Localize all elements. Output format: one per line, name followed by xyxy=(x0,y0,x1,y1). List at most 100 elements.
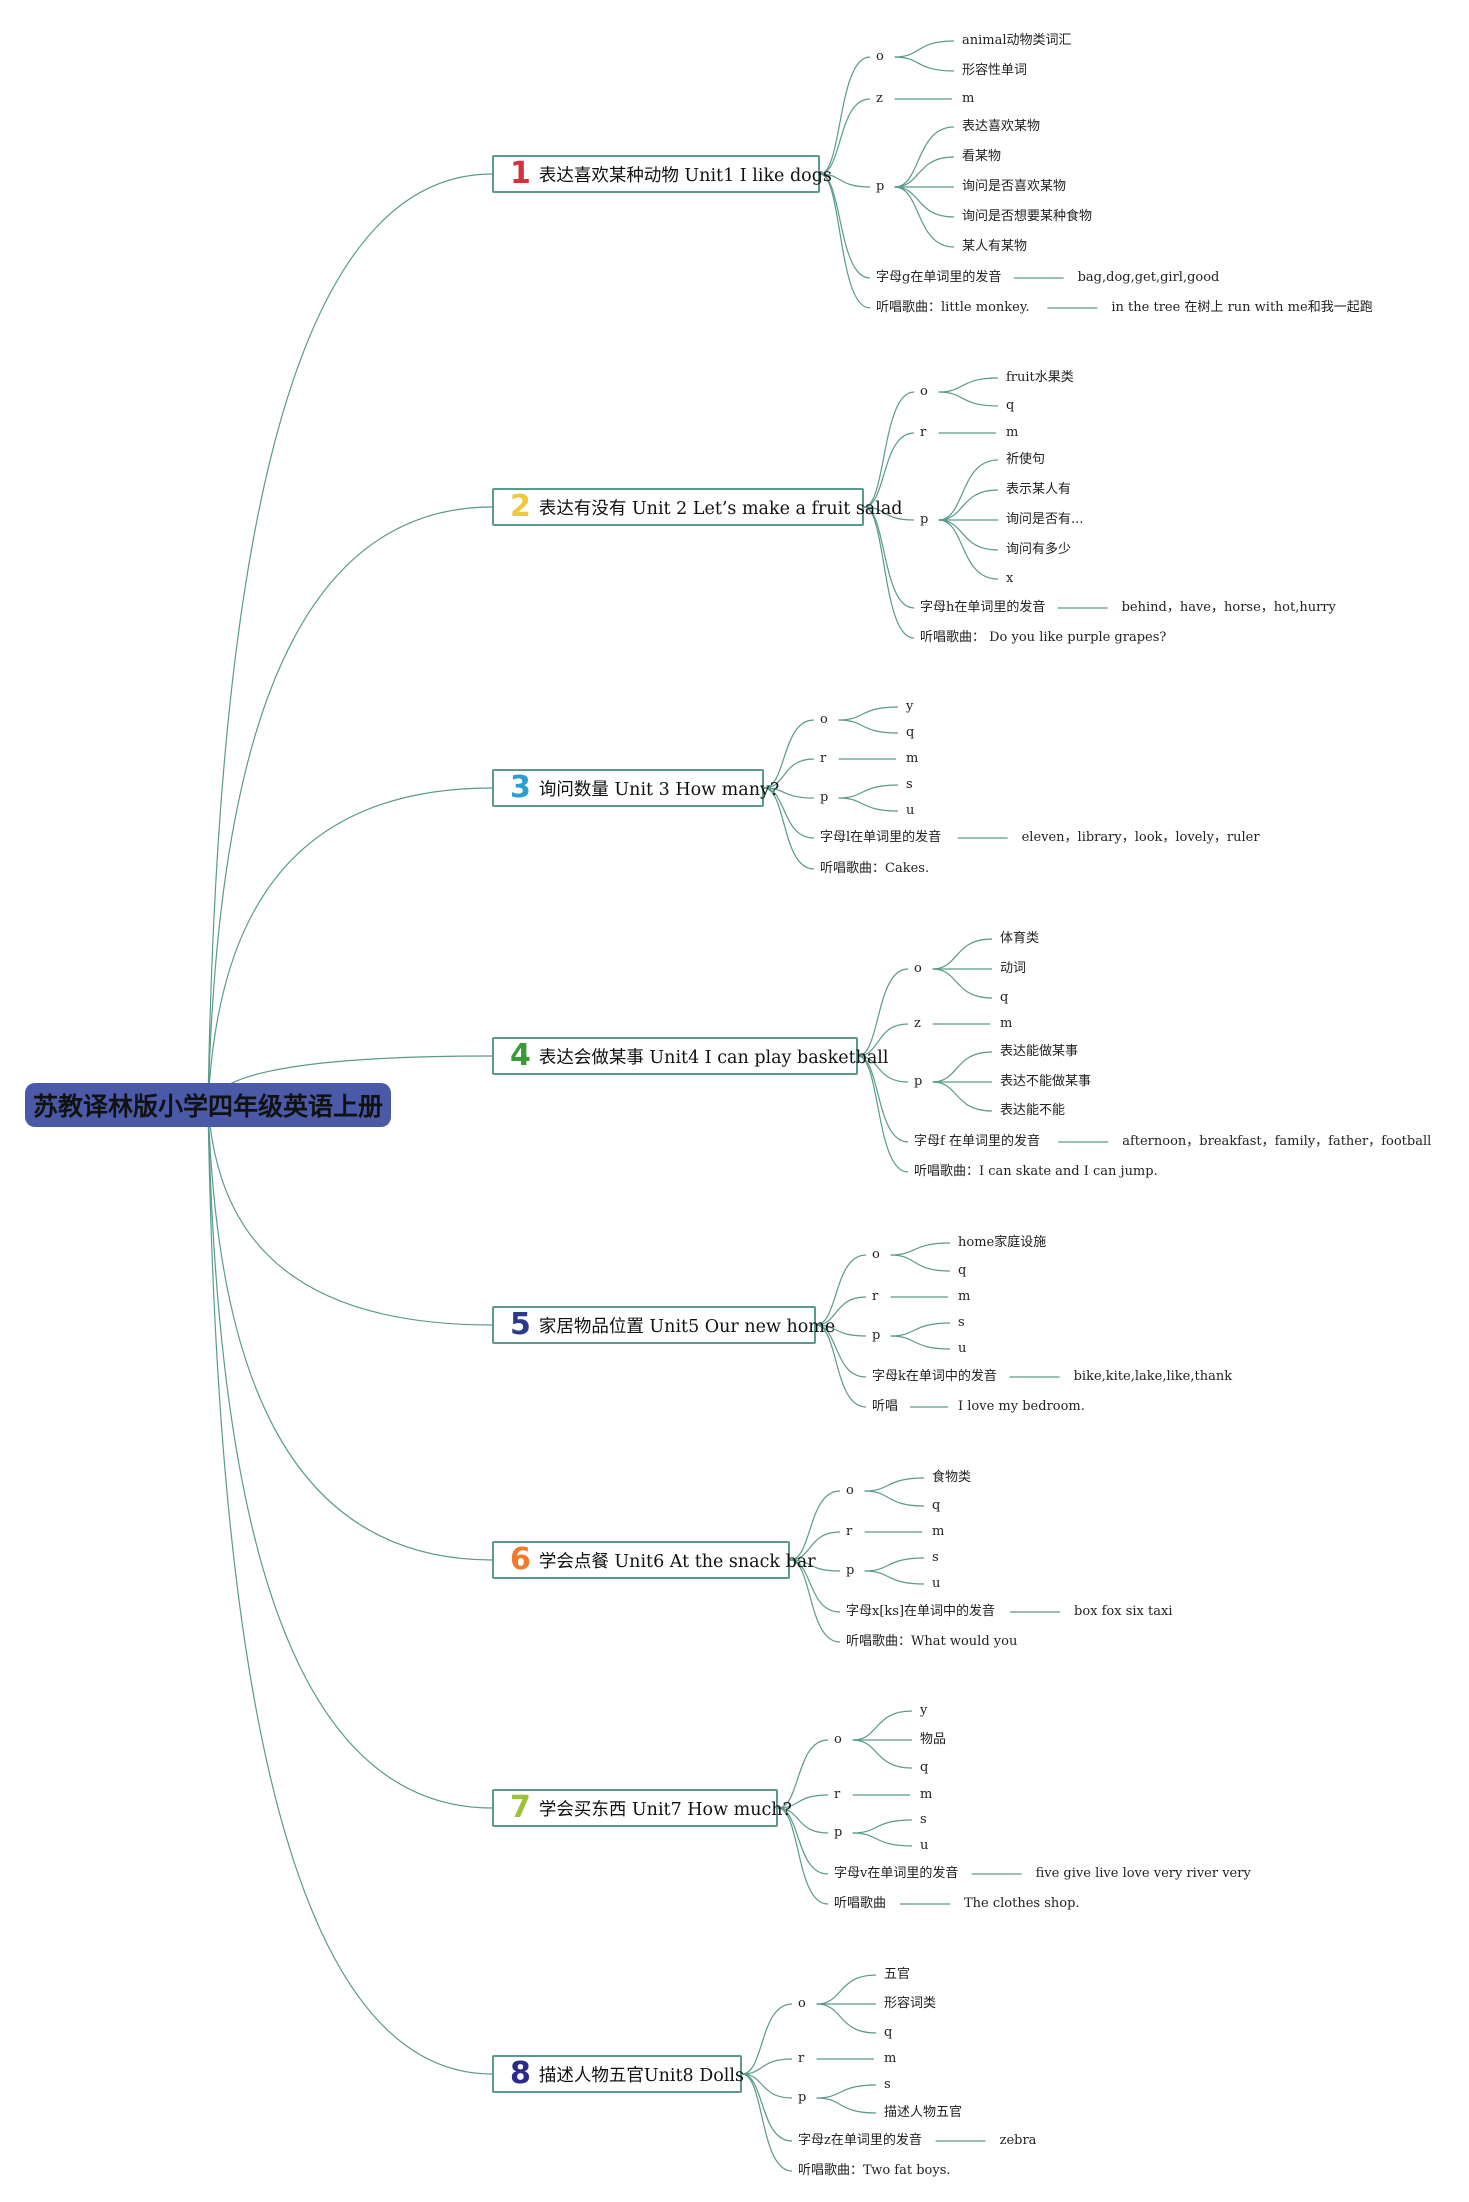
branch-label[interactable]: r xyxy=(872,1289,879,1304)
branch-label[interactable]: p xyxy=(914,1074,923,1089)
branch-label[interactable]: p xyxy=(872,1328,881,1343)
branch-label[interactable]: z xyxy=(876,91,883,106)
branch-label[interactable]: o xyxy=(920,384,928,399)
leaf-label[interactable]: q xyxy=(906,725,915,740)
leaf-label[interactable]: 食物类 xyxy=(932,1470,972,1485)
leaf-label[interactable]: 体育类 xyxy=(1000,931,1040,946)
branch-label[interactable]: p xyxy=(876,179,885,194)
branch-label[interactable]: 字母g在单词里的发音 xyxy=(876,270,1002,285)
leaf-label[interactable]: behind，have，horse，hot,hurry xyxy=(1121,600,1336,615)
branch-label[interactable]: 听唱歌曲：little monkey. xyxy=(876,300,1030,315)
leaf-label[interactable]: 形容词类 xyxy=(884,1996,937,2011)
branch-label[interactable]: p xyxy=(820,790,829,805)
leaf-label[interactable]: y xyxy=(906,699,914,714)
branch-label[interactable]: p xyxy=(920,512,929,527)
leaf-label[interactable]: 动词 xyxy=(1000,961,1027,976)
branch-label[interactable]: r xyxy=(920,425,927,440)
leaf-label[interactable]: bag,dog,get,girl,good xyxy=(1077,270,1220,285)
leaf-label[interactable]: q xyxy=(932,1498,941,1513)
leaf-label[interactable]: 物品 xyxy=(920,1732,947,1747)
leaf-label[interactable]: in the tree 在树上 run with me和我一起跑 xyxy=(1111,300,1373,315)
branch-label[interactable]: o xyxy=(914,961,922,976)
leaf-label[interactable]: s xyxy=(958,1315,965,1330)
branch-label[interactable]: o xyxy=(834,1732,842,1747)
branch-label[interactable]: r xyxy=(820,751,827,766)
branch-label[interactable]: p xyxy=(834,1825,843,1840)
leaf-label[interactable]: m xyxy=(920,1787,933,1802)
leaf-label[interactable]: u xyxy=(906,803,915,818)
leaf-label[interactable]: q xyxy=(1006,398,1015,413)
leaf-label[interactable]: s xyxy=(906,777,913,792)
leaf-label[interactable]: animal动物类词汇 xyxy=(962,33,1072,48)
leaf-label[interactable]: 表示某人有 xyxy=(1006,482,1072,497)
root-node[interactable]: 苏教译林版小学四年级英语上册 xyxy=(25,1083,391,1127)
branch-label[interactable]: 听唱歌曲：Two fat boys. xyxy=(798,2163,951,2178)
branch-label[interactable]: o xyxy=(872,1247,880,1262)
leaf-label[interactable]: fruit水果类 xyxy=(1006,370,1074,385)
branch-label[interactable]: 字母v在单词里的发音 xyxy=(834,1866,959,1881)
leaf-label[interactable]: s xyxy=(884,2077,891,2092)
branch-label[interactable]: 听唱歌曲：What would you xyxy=(846,1634,1018,1649)
branch-label[interactable]: o xyxy=(798,1996,806,2011)
leaf-label[interactable]: q xyxy=(1000,990,1009,1005)
leaf-label[interactable]: box fox six taxi xyxy=(1074,1604,1173,1619)
branch-label[interactable]: p xyxy=(798,2090,807,2105)
leaf-label[interactable]: eleven，library，look，lovely，ruler xyxy=(1021,830,1260,845)
leaf-label[interactable]: x xyxy=(1006,571,1014,586)
leaf-label[interactable]: 表达不能做某事 xyxy=(1000,1074,1092,1089)
leaf-label[interactable]: m xyxy=(906,751,919,766)
leaf-label[interactable]: five give live love very river very xyxy=(1035,1866,1251,1881)
leaf-label[interactable]: m xyxy=(932,1524,945,1539)
leaf-label[interactable]: m xyxy=(1006,425,1019,440)
branch-label[interactable]: 字母x[ks]在单词中的发音 xyxy=(846,1604,996,1619)
leaf-label[interactable]: 询问有多少 xyxy=(1006,542,1072,557)
branch-label[interactable]: 听唱歌曲：Cakes. xyxy=(820,861,930,876)
branch-label[interactable]: r xyxy=(834,1787,841,1802)
leaf-label[interactable]: I love my bedroom. xyxy=(958,1399,1085,1414)
branch-label[interactable]: p xyxy=(846,1563,855,1578)
branch-label[interactable]: 听唱歌曲：I can skate and I can jump. xyxy=(914,1164,1158,1179)
branch-label[interactable]: o xyxy=(820,712,828,727)
branch-label[interactable]: 字母h在单词里的发音 xyxy=(920,600,1046,615)
leaf-label[interactable]: m xyxy=(1000,1016,1013,1031)
leaf-label[interactable]: q xyxy=(958,1263,967,1278)
branch-label[interactable]: 听唱歌曲： Do you like purple grapes? xyxy=(920,630,1167,645)
leaf-label[interactable]: 询问是否喜欢某物 xyxy=(962,179,1067,194)
branch-label[interactable]: o xyxy=(846,1483,854,1498)
branch-label[interactable]: r xyxy=(846,1524,853,1539)
leaf-label[interactable]: s xyxy=(932,1550,939,1565)
branch-label[interactable]: 字母f 在单词里的发音 xyxy=(914,1134,1040,1149)
leaf-label[interactable]: 祈使句 xyxy=(1006,452,1046,467)
leaf-label[interactable]: 五官 xyxy=(884,1967,911,1982)
branch-label[interactable]: 字母z在单词里的发音 xyxy=(798,2133,922,2148)
branch-label[interactable]: 字母l在单词里的发音 xyxy=(820,830,942,845)
leaf-label[interactable]: 描述人物五官 xyxy=(884,2105,963,2120)
leaf-label[interactable]: home家庭设施 xyxy=(958,1235,1047,1250)
leaf-label[interactable]: zebra xyxy=(999,2133,1037,2148)
leaf-label[interactable]: u xyxy=(932,1576,941,1591)
branch-label[interactable]: z xyxy=(914,1016,921,1031)
leaf-label[interactable]: 表达喜欢某物 xyxy=(962,119,1041,134)
leaf-label[interactable]: 形容性单词 xyxy=(962,63,1028,78)
leaf-label[interactable]: 询问是否想要某种食物 xyxy=(962,209,1093,224)
leaf-label[interactable]: afternoon，breakfast，family，father，footba… xyxy=(1122,1134,1432,1149)
leaf-label[interactable]: 某人有某物 xyxy=(962,239,1028,254)
leaf-label[interactable]: u xyxy=(958,1341,967,1356)
leaf-label[interactable]: u xyxy=(920,1838,929,1853)
branch-label[interactable]: o xyxy=(876,49,884,64)
branch-label[interactable]: 字母k在单词中的发音 xyxy=(872,1369,997,1384)
leaf-label[interactable]: s xyxy=(920,1812,927,1827)
branch-label[interactable]: r xyxy=(798,2051,805,2066)
branch-label[interactable]: 听唱歌曲 xyxy=(834,1896,887,1911)
leaf-label[interactable]: m xyxy=(958,1289,971,1304)
leaf-label[interactable]: The clothes shop. xyxy=(964,1896,1080,1911)
leaf-label[interactable]: m xyxy=(884,2051,897,2066)
